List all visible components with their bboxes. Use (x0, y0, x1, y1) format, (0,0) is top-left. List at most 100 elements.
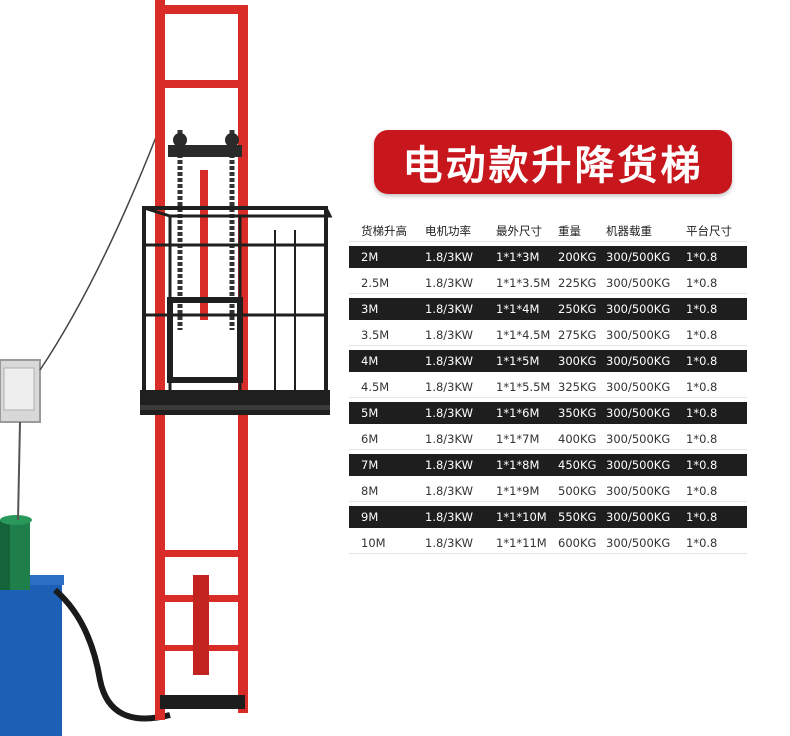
table-cell: 300/500KG (606, 509, 671, 524)
mast-crossbar (163, 550, 241, 557)
table-cell: 1*1*6M (496, 405, 540, 420)
mast-bottom-bar (160, 695, 245, 709)
table-cell: 1*1*3M (496, 249, 540, 264)
page-title: 电动款升降货梯 (402, 143, 704, 189)
table-cell: 机器载重 (606, 223, 652, 238)
table-cell: 350KG (558, 405, 597, 420)
pump-base (0, 580, 62, 736)
table-cell: 1*1*11M (496, 535, 547, 550)
table-cell: 4M (361, 353, 379, 368)
table-cell: 300KG (558, 353, 597, 368)
table-cell: 1*0.8 (686, 483, 718, 498)
hydraulic-hose (53, 587, 171, 722)
table-cell: 1*1*3.5M (496, 275, 551, 290)
table-cell: 450KG (558, 457, 597, 472)
table-cell: 300/500KG (606, 457, 671, 472)
table-row: 2M 1.8/3KW 1*1*3M 200KG 300/500KG 1*0.8 (349, 246, 747, 268)
table-cell: 1*0.8 (686, 457, 718, 472)
table-cell: 平台尺寸 (686, 223, 732, 238)
pump-motor-shade (0, 520, 10, 590)
table-cell: 250KG (558, 301, 597, 316)
pulley-wheel (173, 133, 187, 147)
table-cell: 1*1*4.5M (496, 327, 551, 342)
table-cell: 1*1*5.5M (496, 379, 551, 394)
table-cell: 1*1*7M (496, 431, 540, 446)
table-cell: 300/500KG (606, 327, 671, 342)
table-cell: 重量 (558, 223, 581, 238)
cage-platform-edge (140, 405, 330, 410)
pulley-wheel (225, 133, 239, 147)
table-cell: 300/500KG (606, 249, 671, 264)
table-cell: 6M (361, 431, 379, 446)
table-cell: 1.8/3KW (425, 431, 473, 446)
table-cell: 1.8/3KW (425, 535, 473, 550)
table-cell: 200KG (558, 249, 597, 264)
table-cell: 9M (361, 509, 379, 524)
control-wire (17, 421, 21, 521)
table-cell: 300/500KG (606, 535, 671, 550)
control-box-window (3, 367, 35, 411)
control-cable (39, 131, 159, 371)
table-cell: 1.8/3KW (425, 405, 473, 420)
table-cell: 400KG (558, 431, 597, 446)
table-cell: 1.8/3KW (425, 327, 473, 342)
table-cell: 1.8/3KW (425, 379, 473, 394)
table-cell: 1*0.8 (686, 249, 718, 264)
table-cell: 225KG (558, 275, 597, 290)
table-cell: 1*1*10M (496, 509, 547, 524)
table-cell: 5M (361, 405, 379, 420)
table-cell: 10M (361, 535, 386, 550)
table-row: 5M 1.8/3KW 1*1*6M 350KG 300/500KG 1*0.8 (349, 402, 747, 424)
table-cell: 货梯升高 (361, 223, 407, 238)
table-cell: 1*0.8 (686, 535, 718, 550)
table-cell: 300/500KG (606, 275, 671, 290)
spec-table: 货梯升高 电机功率 最外尺寸 重量 机器载重 平台尺寸 2M 1.8/3KW 1*1*3M 200… (349, 220, 747, 558)
table-cell: 300/500KG (606, 405, 671, 420)
table-cell: 1*0.8 (686, 431, 718, 446)
table-cell: 1*0.8 (686, 379, 718, 394)
pump-base-top (0, 575, 64, 585)
table-cell: 325KG (558, 379, 597, 394)
table-cell: 500KG (558, 483, 597, 498)
table-cell: 7M (361, 457, 379, 472)
table-cell: 1*0.8 (686, 405, 718, 420)
lower-slider (193, 575, 209, 675)
table-cell: 1*0.8 (686, 301, 718, 316)
table-cell: 1*0.8 (686, 275, 718, 290)
table-cell: 1.8/3KW (425, 483, 473, 498)
table-cell: 550KG (558, 509, 597, 524)
table-cell: 电机功率 (425, 223, 471, 238)
cage-platform (140, 390, 330, 415)
table-cell: 3M (361, 301, 379, 316)
table-cell: 1.8/3KW (425, 353, 473, 368)
table-cell: 1.8/3KW (425, 301, 473, 316)
table-cell: 2M (361, 249, 379, 264)
table-cell: 600KG (558, 535, 597, 550)
table-cell: 1*1*9M (496, 483, 540, 498)
mast-top-bar (155, 5, 248, 14)
cargo-lift-illustration (0, 0, 333, 736)
table-cell: 275KG (558, 327, 597, 342)
mast-crossbar (163, 80, 241, 88)
table-cell: 最外尺寸 (496, 223, 542, 238)
table-row: 9M 1.8/3KW 1*1*10M 550KG 300/500KG 1*0.8 (349, 506, 747, 528)
table-cell: 1.8/3KW (425, 249, 473, 264)
table-cell: 1*1*4M (496, 301, 540, 316)
table-cell: 1.8/3KW (425, 509, 473, 524)
table-cell: 1*1*5M (496, 353, 540, 368)
table-cell: 3.5M (361, 327, 390, 342)
table-cell: 1.8/3KW (425, 275, 473, 290)
mast-left-rail (155, 0, 165, 720)
pulley-carriage (168, 145, 242, 157)
table-cell: 300/500KG (606, 379, 671, 394)
table-cell: 1*1*8M (496, 457, 540, 472)
table-header-row: 货梯升高 电机功率 最外尺寸 重量 机器载重 平台尺寸 (349, 220, 747, 242)
table-cell: 8M (361, 483, 379, 498)
table-cell: 1*0.8 (686, 509, 718, 524)
table-cell: 2.5M (361, 275, 390, 290)
